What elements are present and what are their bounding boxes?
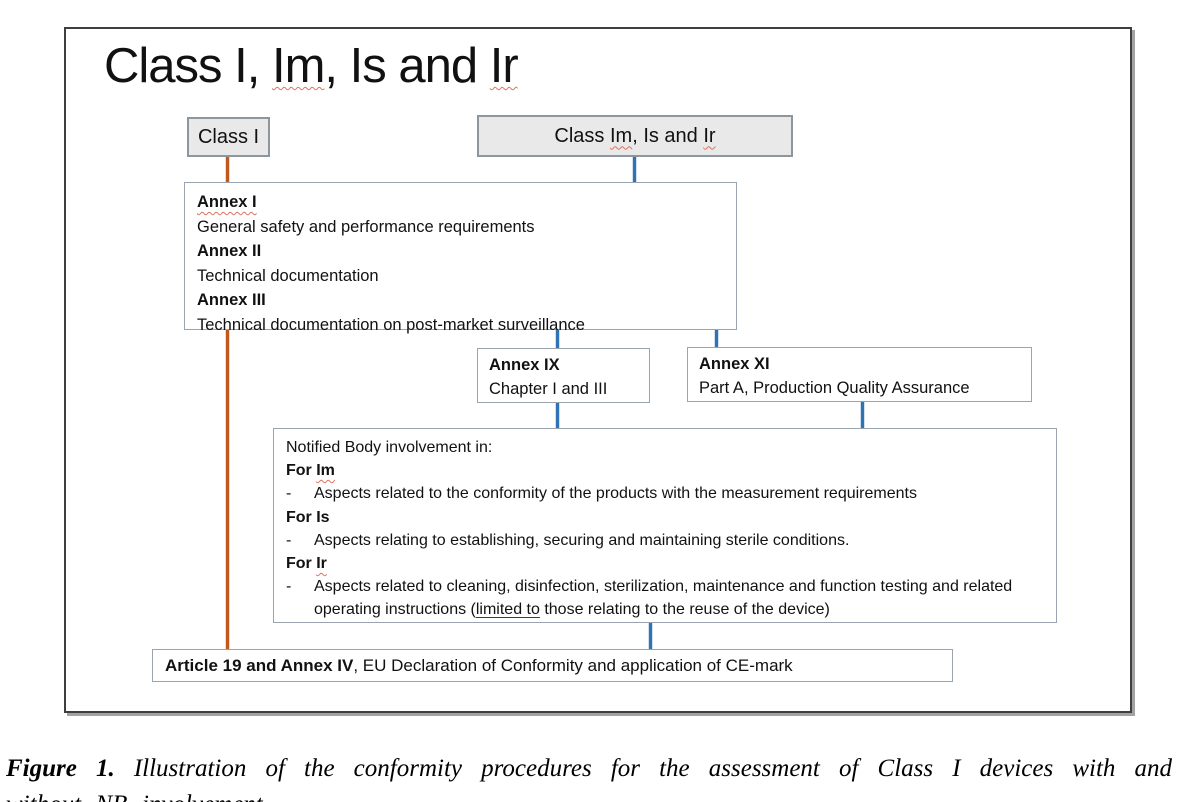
connector-annex-xi-to-nb-box (861, 402, 864, 428)
annex-iii-text: Technical documentation on post-market s… (197, 315, 585, 334)
annex-iii-heading: Annex III (197, 291, 266, 310)
figure-slide-title: Class I, Im, Is and Ir (104, 38, 519, 94)
annex-ix-text: Chapter I and III (489, 379, 608, 398)
class-im-is-ir-label: Class Im, Is and Ir (554, 125, 715, 148)
label-segment-ir: Ir (703, 124, 716, 147)
text-segment: Aspects related to cleaning, disinfectio… (314, 578, 1013, 619)
annex-ii-text: Technical documentation (197, 266, 379, 285)
annex-ii-heading: Annex II (197, 242, 262, 261)
title-segment: Class I, (104, 39, 272, 93)
article-19-box: Article 19 and Annex IV, EU Declaration … (152, 649, 953, 682)
text-segment-underlined: limited to (475, 601, 540, 619)
heading-segment-ir: Ir (316, 555, 327, 573)
class-im-is-ir-node: Class Im, Is and Ir (477, 115, 793, 157)
nb-bullet-im: - Aspects related to the conformity of t… (286, 482, 1044, 505)
class-i-label: Class I (197, 125, 260, 148)
annex-i-ii-iii-box: Annex I General safety and performance r… (184, 182, 737, 334)
annex-xi-heading: Annex XI (699, 355, 770, 373)
title-segment: , Is and (324, 39, 490, 93)
bullet-dash: - (286, 485, 292, 503)
class-i-node: Class I (187, 117, 270, 157)
connector-nb-box-to-article-19 (649, 623, 652, 649)
bullet-dash: - (286, 578, 292, 596)
heading-segment: For (286, 555, 317, 573)
nb-intro: Notified Body involvement in: (286, 439, 493, 456)
label-segment: , Is and (632, 124, 704, 147)
connector-class-i-to-annex-box (226, 157, 229, 182)
annex-xi-box: Annex XI Part A, Production Quality Assu… (687, 347, 1032, 402)
annex-xi-text: Part A, Production Quality Assurance (699, 378, 970, 397)
connector-annex-ix-to-nb-box (556, 403, 559, 428)
figure-caption-text: Illustration of the conformity procedure… (6, 755, 1173, 802)
heading-segment-im: Im (316, 462, 335, 480)
label-segment-im: Im (609, 124, 633, 147)
title-segment-im: Im (271, 39, 325, 93)
nb-for-im-heading: For Im (286, 459, 1044, 482)
text-segment: those relating to the reuse of the devic… (539, 601, 830, 619)
connector-classim-to-annex-box (633, 157, 636, 182)
nb-bullet-is-text: Aspects relating to establishing, securi… (314, 531, 850, 549)
nb-bullet-im-text: Aspects related to the conformity of the… (314, 485, 917, 503)
figure-caption-label: Figure 1. (6, 755, 115, 782)
notified-body-box: Notified Body involvement in: For Im - A… (273, 428, 1057, 623)
annex-i-heading: Annex I (197, 193, 257, 211)
article-19-text: Article 19 and Annex IV, EU Declaration … (165, 656, 793, 676)
nb-for-is-heading: For Is (286, 508, 330, 526)
connector-annex-box-to-annex-xi (715, 330, 718, 347)
figure-caption: Figure 1. Illustration of the conformity… (6, 751, 1172, 802)
nb-for-ir-heading: For Ir (286, 552, 1044, 575)
title-segment-ir: Ir (489, 39, 519, 93)
bullet-dash: - (286, 531, 292, 549)
nb-bullet-ir-text: Aspects related to cleaning, disinfectio… (314, 575, 1044, 621)
annex-ix-box: Annex IX Chapter I and III (477, 348, 650, 403)
nb-bullet-ir: - Aspects related to cleaning, disinfect… (286, 575, 1044, 621)
article-19-bold-segment: Article 19 and Annex IV (165, 655, 354, 675)
connector-annex-box-to-annex-ix (556, 330, 559, 348)
label-segment: Class (554, 124, 610, 147)
connector-class-i-to-article-19 (226, 330, 229, 649)
annex-ix-heading: Annex IX (489, 356, 560, 374)
heading-segment: For (286, 462, 317, 480)
nb-bullet-is: - Aspects relating to establishing, secu… (286, 529, 1044, 552)
annex-i-text: General safety and performance requireme… (197, 217, 535, 236)
article-19-rest-segment: , EU Declaration of Conformity and appli… (353, 655, 793, 675)
